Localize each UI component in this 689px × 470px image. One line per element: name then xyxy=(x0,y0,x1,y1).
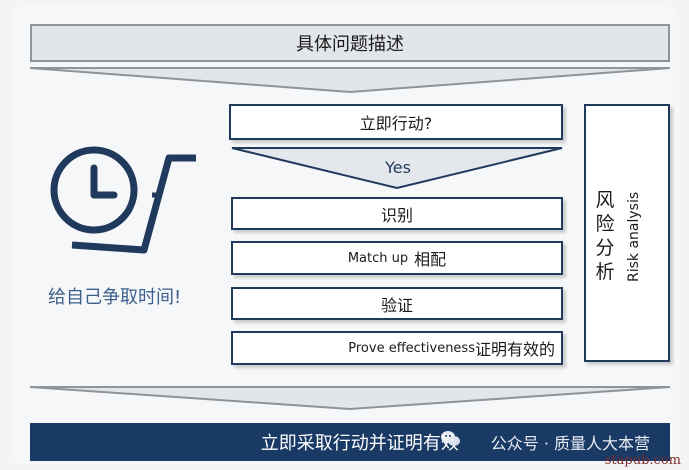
prove-en-label: Prove effectiveness xyxy=(348,340,475,356)
site-watermark: stapub.com xyxy=(604,453,681,468)
identify-label: 识别 xyxy=(380,205,413,225)
yes-label: Yes xyxy=(385,158,411,177)
bottom-chevron-arrow xyxy=(29,386,671,411)
risk-analysis-en-label: Risk analysis xyxy=(626,191,642,282)
prove-cn-label: 证明有效的 xyxy=(474,340,555,359)
act-now-box: 立即行动? xyxy=(229,104,563,140)
risk-analysis-cn-label: 风险分析 xyxy=(595,189,615,283)
verify-label: 验证 xyxy=(380,295,413,315)
match-up-cn-label: 相配 xyxy=(414,250,447,269)
match-up-box: Match up 相配 xyxy=(231,241,563,275)
prove-effectiveness-box: Prove effectiveness 证明有效的 xyxy=(231,331,563,365)
match-up-en-label: Match up xyxy=(347,250,409,266)
yes-arrow xyxy=(231,147,563,190)
wechat-icon xyxy=(441,431,460,446)
gain-time-caption: 给自己争取时间! xyxy=(48,287,182,308)
problem-description-bar: 具体问题描述 xyxy=(30,24,670,62)
clock-icon xyxy=(50,146,196,254)
act-and-prove-bar: 立即采取行动并证明有效 公众号 · 质量人大本营 xyxy=(30,423,670,461)
identify-box: 识别 xyxy=(231,197,563,230)
watermark-overlay-label: 公众号 · 质量人大本营 xyxy=(490,434,650,453)
act-and-prove-label: 立即采取行动并证明有效 xyxy=(260,433,459,454)
top-chevron-arrow xyxy=(29,67,671,94)
act-now-label: 立即行动? xyxy=(359,114,433,133)
verify-box: 验证 xyxy=(231,287,563,320)
problem-description-label: 具体问题描述 xyxy=(296,34,404,55)
risk-analysis-box: 风险分析 Risk analysis xyxy=(584,104,670,362)
